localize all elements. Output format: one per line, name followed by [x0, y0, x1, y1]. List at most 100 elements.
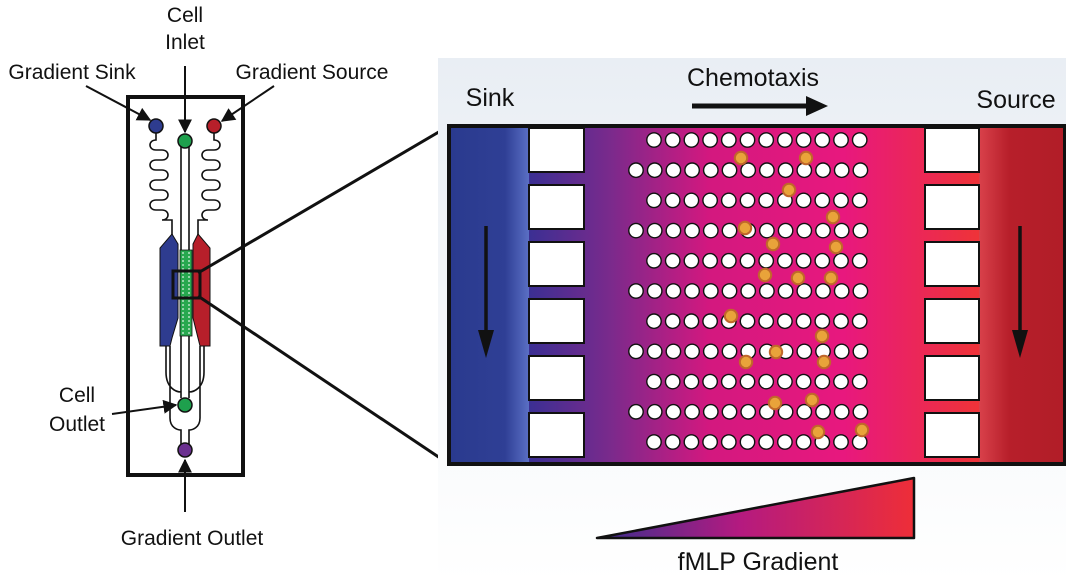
micropost — [833, 343, 850, 360]
cell-inlet-label-line2: Inlet — [165, 31, 205, 54]
micropost — [795, 434, 812, 450]
micropost — [777, 313, 793, 330]
micropost — [777, 162, 794, 179]
micropost — [702, 162, 719, 179]
micropost — [702, 132, 718, 148]
micropost — [740, 283, 757, 299]
micropost — [665, 343, 682, 360]
chemotaxis-label: Chemotaxis — [687, 64, 819, 92]
micropost — [720, 192, 737, 209]
barrier-pillar — [528, 412, 585, 458]
gradient-outlet-label: Gradient Outlet — [121, 527, 264, 550]
micropost — [852, 343, 869, 360]
micropost-array — [628, 132, 869, 450]
cell-inlet-channel — [180, 143, 190, 250]
micropost — [739, 252, 756, 269]
micropost — [721, 283, 738, 299]
barrier-pillar — [924, 355, 980, 401]
micropost — [815, 222, 831, 239]
chemotaxis-arrow-icon — [692, 96, 828, 116]
micropost — [646, 283, 663, 299]
micropost — [796, 283, 813, 299]
chamber-outline — [447, 124, 1066, 466]
micropost — [758, 252, 775, 269]
gradient-sink-arrow — [85, 85, 152, 121]
micropost — [646, 252, 662, 269]
micropost — [702, 373, 718, 390]
micropost — [795, 252, 812, 269]
micropost — [815, 162, 831, 179]
neutrophil-cell-icon — [723, 308, 739, 324]
cell-outlet-port — [177, 397, 193, 413]
right-barrier-pillars — [924, 127, 980, 458]
outlet-channels — [165, 336, 205, 446]
micropost — [852, 403, 869, 420]
micropost — [814, 132, 831, 148]
micropost — [664, 132, 681, 148]
micropost — [851, 252, 868, 269]
micropost — [702, 343, 719, 360]
neutrophil-cell-icon — [825, 209, 841, 225]
zoomed-chamber-view: Sink Source Chemotaxis fMLP Gradient — [438, 58, 1066, 582]
micropost — [777, 222, 794, 239]
micropost — [777, 434, 793, 450]
micropost — [796, 403, 813, 420]
migrating-cells — [723, 150, 870, 440]
micropost — [702, 222, 719, 239]
micropost — [852, 283, 869, 299]
micropost — [628, 403, 644, 420]
micropost — [852, 162, 869, 179]
gradient-source-label: Gradient Source — [236, 61, 389, 84]
micropost — [683, 434, 700, 450]
micropost — [646, 162, 663, 179]
neutrophil-cell-icon — [804, 392, 820, 408]
micropost — [796, 222, 813, 239]
fmlp-gradient-label: fMLP Gradient — [678, 548, 839, 576]
sink-channel — [449, 126, 529, 464]
micropost — [795, 132, 812, 148]
micropost — [664, 192, 681, 209]
micropost — [628, 162, 644, 179]
neutrophil-cell-icon — [814, 328, 830, 344]
micropost — [702, 283, 719, 299]
sink-serpentine-channel — [149, 128, 173, 238]
sink-label: Sink — [466, 84, 515, 112]
neutrophil-cell-icon — [737, 220, 753, 236]
zoom-connector-top — [197, 124, 450, 275]
micropost — [795, 192, 812, 209]
micropost — [628, 283, 644, 299]
micropost — [833, 434, 849, 450]
micropost — [740, 162, 757, 179]
source-flow-arrow-down-icon — [1012, 226, 1028, 358]
micropost — [684, 283, 700, 299]
neutrophil-cell-icon — [854, 422, 870, 438]
micropost — [777, 132, 793, 148]
micropost — [740, 403, 757, 420]
gradient-sink-port — [148, 118, 164, 134]
micropost — [720, 132, 737, 148]
micropost — [646, 222, 663, 239]
micropost — [758, 132, 775, 148]
micropost — [758, 192, 775, 209]
barrier-pillar — [924, 241, 980, 287]
gradient-outlet-port — [177, 442, 193, 458]
micropost — [814, 192, 831, 209]
neutrophil-cell-icon — [733, 150, 749, 166]
neutrophil-cell-icon — [823, 270, 839, 286]
micropost — [851, 313, 868, 330]
micropost — [759, 162, 775, 179]
micropost — [665, 162, 682, 179]
micropost — [739, 434, 756, 450]
barrier-pillar — [924, 412, 980, 458]
sink-flow-arrow-down-icon — [478, 226, 494, 358]
micropost — [684, 222, 700, 239]
neutrophil-cell-icon — [767, 395, 783, 411]
neutrophil-cell-icon — [738, 354, 754, 370]
micropost — [665, 222, 682, 239]
micropost — [815, 403, 831, 420]
micropost — [739, 373, 756, 390]
micropost — [814, 252, 831, 269]
micropost — [796, 343, 813, 360]
micropost — [646, 343, 663, 360]
